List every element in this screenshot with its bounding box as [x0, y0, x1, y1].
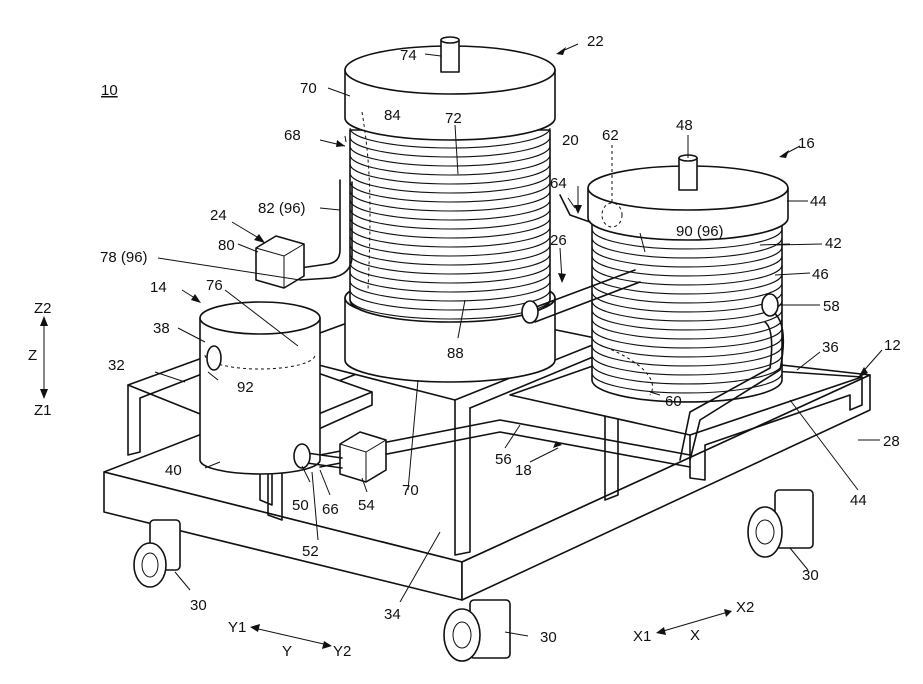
label-32: 32: [108, 357, 125, 374]
label-14: 14: [150, 279, 167, 296]
label-26: 26: [550, 232, 567, 249]
label-72: 72: [445, 110, 462, 127]
small-tank-port: [207, 346, 221, 370]
label-60: 60: [665, 393, 682, 410]
label-82: 82 (96): [258, 200, 306, 217]
label-62: 62: [602, 127, 619, 144]
label-30c: 30: [802, 567, 819, 584]
caster-wheel-left: [134, 520, 180, 587]
label-70a: 70: [300, 80, 317, 97]
label-40: 40: [165, 462, 182, 479]
label-64: 64: [550, 175, 567, 192]
label-18: 18: [515, 462, 532, 479]
axis-x-label: X: [690, 627, 700, 644]
label-10: 10: [101, 82, 118, 99]
label-30a: 30: [190, 597, 207, 614]
label-68: 68: [284, 127, 301, 144]
label-24: 24: [210, 207, 227, 224]
label-58: 58: [823, 298, 840, 315]
axis-x2-label: X2: [736, 599, 754, 616]
label-80: 80: [218, 237, 235, 254]
label-42: 42: [825, 235, 842, 252]
label-52: 52: [302, 543, 319, 560]
label-66: 66: [322, 501, 339, 518]
label-30b: 30: [540, 629, 557, 646]
box-80: [256, 236, 304, 288]
label-22: 22: [587, 33, 604, 50]
caster-wheel-front: [444, 600, 510, 661]
label-92: 92: [237, 379, 254, 396]
label-38: 38: [153, 320, 170, 337]
label-20: 20: [562, 132, 579, 149]
main-tank: [345, 37, 555, 382]
axis-z: Z2 Z Z1: [28, 300, 52, 419]
label-76: 76: [206, 277, 223, 294]
label-74: 74: [400, 47, 417, 64]
label-44a: 44: [810, 193, 827, 210]
axis-y-label: Y: [282, 643, 292, 660]
axis-y: Y1 Y Y2: [228, 619, 351, 660]
label-88: 88: [447, 345, 464, 362]
axis-z-label: Z: [28, 347, 37, 364]
label-48: 48: [676, 117, 693, 134]
label-16: 16: [798, 135, 815, 152]
label-44b: 44: [850, 492, 867, 509]
label-28: 28: [883, 433, 900, 450]
label-50: 50: [292, 497, 309, 514]
label-54: 54: [358, 497, 375, 514]
label-90: 90 (96): [676, 223, 724, 240]
label-36: 36: [822, 339, 839, 356]
axis-y1-label: Y1: [228, 619, 246, 636]
label-46: 46: [812, 266, 829, 283]
axis-z1-label: Z1: [34, 402, 52, 419]
axis-x: X1 X X2: [633, 599, 754, 645]
caster-wheel-right: [748, 490, 813, 557]
axis-y2-label: Y2: [333, 643, 351, 660]
right-tank: [588, 155, 788, 402]
label-70b: 70: [402, 482, 419, 499]
label-12: 12: [884, 337, 901, 354]
label-84: 84: [384, 107, 401, 124]
axis-x1-label: X1: [633, 628, 651, 645]
axis-z2-label: Z2: [34, 300, 52, 317]
label-34: 34: [384, 606, 401, 623]
label-56: 56: [495, 451, 512, 468]
label-78: 78 (96): [100, 249, 148, 266]
